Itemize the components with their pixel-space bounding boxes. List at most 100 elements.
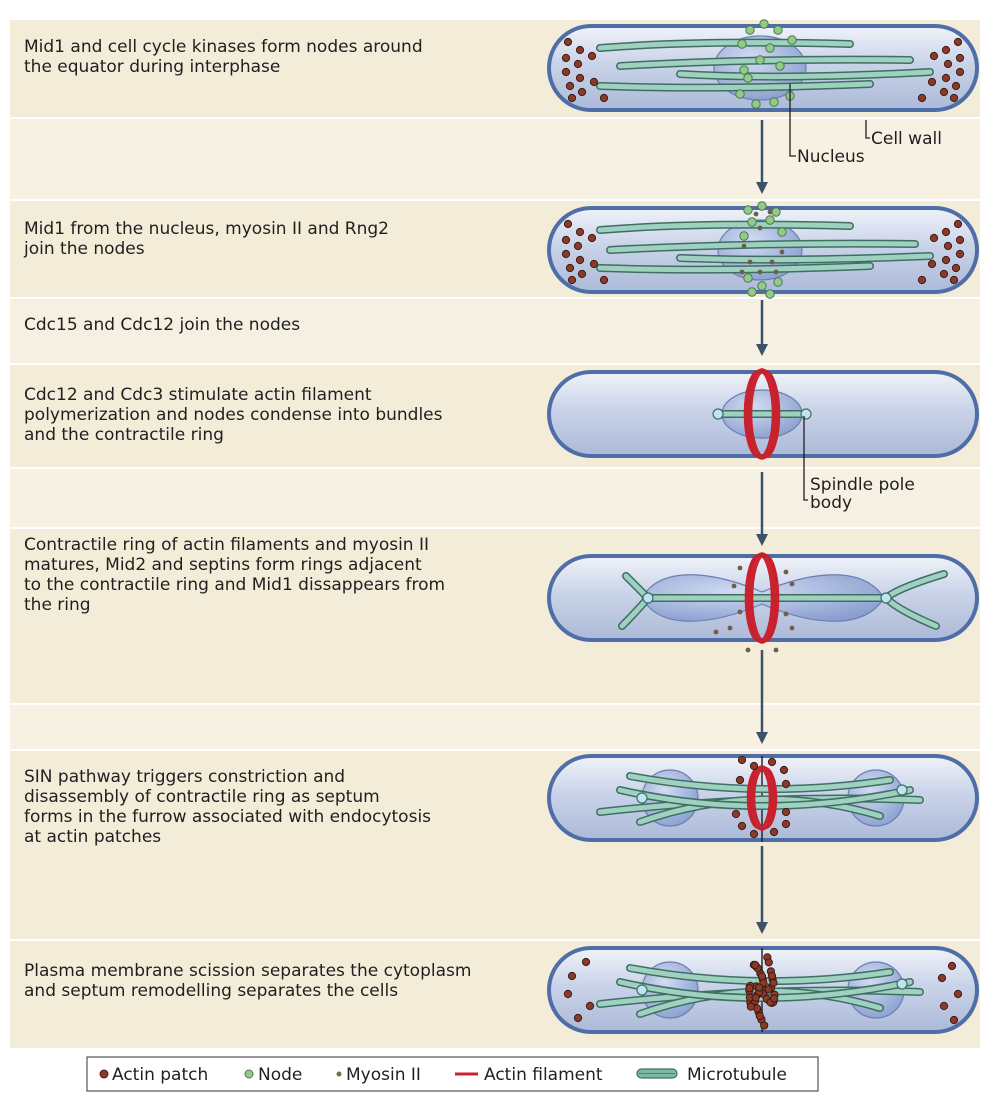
actin-patch [950, 276, 957, 283]
actin-patch [576, 228, 583, 235]
actin-patch [732, 810, 739, 817]
myosin [774, 648, 779, 653]
actin-patch [576, 256, 583, 263]
myosin [758, 270, 763, 275]
actin-patch [747, 1003, 754, 1010]
myosin-swatch [337, 1072, 342, 1077]
step-3-text: Cdc15 and Cdc12 join the nodes [24, 315, 300, 335]
node [744, 74, 752, 82]
node [748, 288, 756, 296]
actin-patch [600, 94, 607, 101]
myosin [738, 610, 743, 615]
spindle-pole-body [637, 985, 647, 995]
cell-step-4 [547, 553, 979, 652]
actin-patch [761, 1022, 768, 1029]
cell-wall-label: Cell wall [871, 129, 942, 149]
actin-patch [756, 984, 763, 991]
myosin [770, 260, 775, 265]
node [748, 218, 756, 226]
actin-patch [782, 780, 789, 787]
node [738, 40, 746, 48]
node [778, 228, 786, 236]
actin-patch [562, 250, 569, 257]
actin-patch [562, 68, 569, 75]
node [766, 44, 774, 52]
node [736, 90, 744, 98]
node [756, 56, 764, 64]
actin-patch [564, 990, 571, 997]
node [776, 62, 784, 70]
actin-patch [574, 242, 581, 249]
actin-patch [780, 766, 787, 773]
myosin [738, 566, 743, 571]
actin-patch [954, 990, 961, 997]
actin-patch [600, 276, 607, 283]
actin-patch [562, 236, 569, 243]
actin-patch [750, 762, 757, 769]
myosin [774, 270, 779, 275]
actin-patch [578, 88, 585, 95]
myosin [790, 626, 795, 631]
actin-patch [940, 88, 947, 95]
legend-node: Node [258, 1065, 302, 1085]
cell-step-1 [547, 20, 979, 112]
actin-patch [954, 38, 961, 45]
actin-patch [918, 94, 925, 101]
actin-patch [954, 220, 961, 227]
legend-myosin: Myosin II [346, 1065, 421, 1085]
cell-step-2 [547, 202, 979, 298]
actin-patch [928, 78, 935, 85]
myosin [746, 648, 751, 653]
actin-patch [746, 985, 753, 992]
actin-patch [942, 74, 949, 81]
node [774, 278, 782, 286]
actin-patch [768, 758, 775, 765]
nucleus-label: Nucleus [797, 147, 865, 167]
node [740, 232, 748, 240]
node [766, 290, 774, 298]
actin-patch [586, 1002, 593, 1009]
spindle-pole-body [637, 793, 647, 803]
node [770, 98, 778, 106]
spindle-pole-body [801, 409, 811, 419]
actin-patch [568, 276, 575, 283]
actin-patch [576, 46, 583, 53]
actin-patch [930, 52, 937, 59]
actin-patch [588, 52, 595, 59]
node [752, 100, 760, 108]
actin-patch [574, 1014, 581, 1021]
actin-patch [738, 822, 745, 829]
legend-actin-filament: Actin filament [484, 1065, 603, 1085]
myosin [784, 612, 789, 617]
spindle-pole-body [881, 593, 891, 603]
node [774, 26, 782, 34]
actin-patch-swatch [100, 1070, 108, 1078]
node [788, 36, 796, 44]
myosin [714, 630, 719, 635]
myosin [728, 626, 733, 631]
actin-patch [928, 260, 935, 267]
actin-patch [938, 974, 945, 981]
cell-step-5 [547, 754, 979, 842]
myosin [768, 210, 773, 215]
actin-patch [956, 250, 963, 257]
actin-patch [738, 756, 745, 763]
actin-patch [942, 228, 949, 235]
actin-patch [590, 260, 597, 267]
myosin [780, 250, 785, 255]
actin-patch [952, 264, 959, 271]
node [766, 216, 774, 224]
actin-patch [768, 972, 775, 979]
spindle-pole-body [897, 979, 907, 989]
actin-patch [590, 78, 597, 85]
actin-patch [930, 234, 937, 241]
actin-patch [770, 828, 777, 835]
node [744, 274, 752, 282]
node [746, 26, 754, 34]
actin-patch [576, 74, 583, 81]
actin-patch [564, 38, 571, 45]
myosin [790, 582, 795, 587]
actin-patch [942, 256, 949, 263]
actin-patch [758, 973, 765, 980]
node [758, 202, 766, 210]
